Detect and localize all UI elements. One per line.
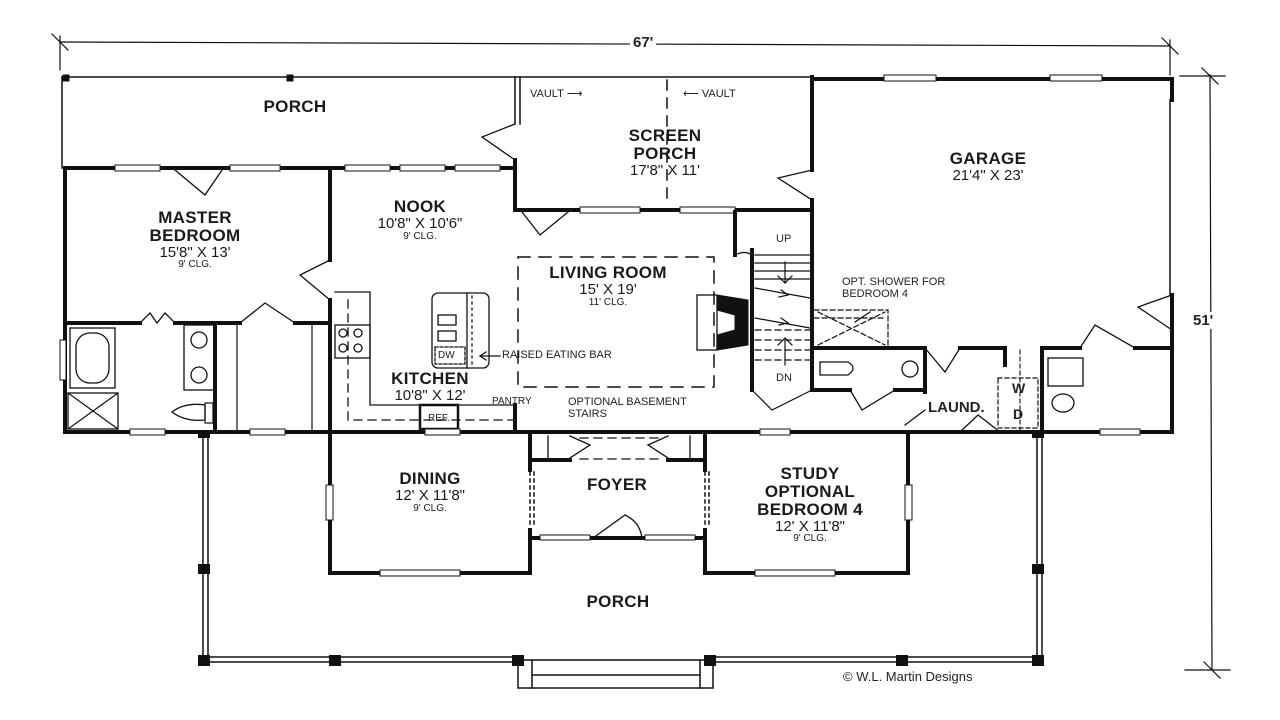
rear-porch-label: PORCH [263, 97, 327, 116]
ceiling-height: 9' CLG. [403, 230, 437, 242]
vault-right-label: ⟵ VAULT [683, 88, 736, 100]
room-name: GARAGE [949, 149, 1027, 168]
master-bedroom-room: MASTER BEDROOM 15'8" X 13' 9' CLG. [150, 209, 241, 271]
arrow-right-icon: ⟶ [566, 88, 583, 100]
door-swing [480, 123, 516, 161]
porch-post [286, 74, 294, 82]
living-room-outline [517, 256, 715, 388]
room-size: 12' X 11'8" [775, 517, 845, 535]
stairs-up-label: UP [776, 233, 792, 245]
rear-porch-outline [61, 76, 516, 169]
room-name: OPTIONAL [764, 481, 856, 501]
dryer-label: D [1013, 406, 1024, 422]
study-room: STUDY OPTIONAL BEDROOM 4 12' X 11'8" 9' … [757, 465, 863, 545]
refrigerator-label: REF. [428, 413, 450, 424]
porch-posts [198, 430, 1044, 666]
ceiling-height: 9' CLG. [793, 533, 827, 545]
dishwasher-label: DW [438, 350, 455, 361]
front-porch-label: PORCH [586, 592, 650, 611]
arrow-left-icon: ⟵ [683, 88, 699, 100]
room-size: 21'4" X 23' [952, 166, 1024, 184]
garage-window [883, 74, 937, 82]
vault-left-label: VAULT ⟶ [530, 88, 582, 100]
raised-eating-bar-label: RAISED EATING BAR [502, 349, 612, 361]
garage-room: GARAGE 21'4" X 23' [950, 150, 1026, 184]
door-swing [1136, 294, 1173, 331]
kitchen-room: KITCHEN 10'8" X 12' [391, 370, 469, 404]
room-name: NOOK [393, 197, 447, 216]
opt-shower-line-2: BEDROOM 4 [842, 288, 909, 301]
overall-width-label: 67' [630, 34, 657, 51]
ceiling-height: 11' CLG. [588, 296, 628, 308]
screen-porch-room: SCREEN PORCH 17'8" X 11' [629, 127, 702, 178]
basement-stairs-line-1: OPTIONAL BASEMENT [568, 396, 687, 408]
washer-label: W [1012, 380, 1026, 396]
basement-stairs-line-2: STAIRS [568, 408, 607, 421]
nook-room: NOOK 10'8" X 10'6" 9' CLG. [378, 198, 463, 242]
ceiling-height: 9' CLG. [178, 259, 212, 271]
screen-porch-walls [514, 76, 813, 206]
room-name: SCREEN [628, 126, 702, 145]
room-size: 17'8" X 11' [630, 161, 700, 179]
room-name: PORCH [633, 143, 697, 163]
laundry-label: LAUND. [928, 399, 985, 416]
garage-window [1049, 74, 1103, 82]
porch-post [62, 74, 70, 82]
ceiling-height: 9' CLG. [413, 502, 447, 514]
garage-walls [810, 77, 1174, 434]
dining-room: DINING 12' X 11'8" 9' CLG. [395, 470, 465, 514]
room-size: 10'8" X 10'6" [377, 214, 463, 232]
living-room-room: LIVING ROOM 15' X 19' 11' CLG. [549, 264, 667, 308]
vault-right-text: VAULT [701, 88, 736, 100]
stairs-down-label: DN [776, 372, 792, 384]
room-name: KITCHEN [391, 369, 469, 388]
vault-left-text: VAULT [530, 88, 564, 100]
basement-stairs-label: OPTIONAL BASEMENT STAIRS [568, 396, 687, 420]
foyer-label: FOYER [586, 475, 648, 494]
room-size: 12' X 11'8" [395, 486, 465, 504]
room-size: 15'8" X 13' [159, 243, 231, 261]
room-name: DINING [399, 469, 461, 488]
room-name: BEDROOM 4 [757, 499, 863, 519]
room-name: LIVING ROOM [549, 263, 667, 282]
pantry-label: PANTRY [492, 396, 532, 407]
room-size: 15' X 19' [579, 280, 637, 298]
door-swing [776, 169, 813, 201]
room-name: BEDROOM [149, 225, 241, 245]
room-name: STUDY [780, 464, 840, 483]
width-dimension-line [51, 33, 1179, 76]
depth-dimension-line [1179, 67, 1231, 679]
opt-shower-label: OPT. SHOWER FOR BEDROOM 4 [842, 276, 945, 300]
room-name: MASTER [158, 208, 232, 227]
opt-shower-line-1: OPT. SHOWER FOR [842, 276, 946, 288]
room-size: 10'8" X 12' [394, 386, 466, 404]
overall-depth-label: 51' [1190, 312, 1217, 329]
copyright-label: © W.L. Martin Designs [843, 669, 973, 684]
